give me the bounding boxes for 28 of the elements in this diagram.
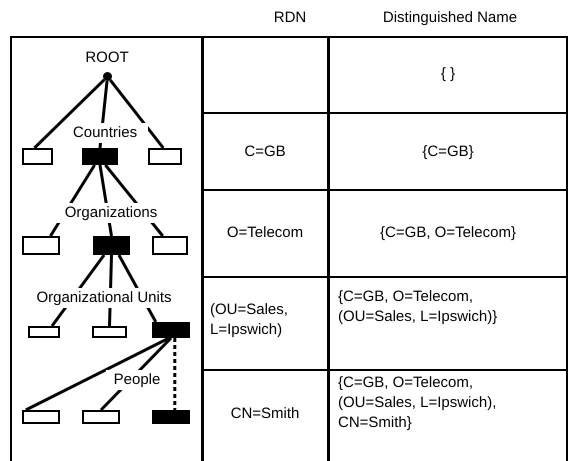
entry-box xyxy=(22,410,60,424)
table-cell-text: { } xyxy=(440,64,456,84)
entry-box xyxy=(148,148,182,165)
column-header: RDN xyxy=(272,8,308,28)
entry-box xyxy=(82,410,120,424)
table-cell-text: O=Telecom xyxy=(226,223,304,243)
level-label: Countries xyxy=(62,123,148,143)
table-cell-text: CN=Smith xyxy=(230,404,300,424)
entry-box xyxy=(22,236,60,255)
filled-entry-box xyxy=(93,236,130,255)
table-cell-text: C=GB xyxy=(243,142,287,162)
entry-box xyxy=(92,326,127,338)
table-cell-text: {C=GB} xyxy=(421,142,475,162)
connector-line xyxy=(173,338,176,410)
entry-box xyxy=(28,326,60,338)
entry-box xyxy=(22,148,53,165)
entry-box xyxy=(152,236,188,255)
filled-entry-box xyxy=(152,410,190,424)
table-cell-text: {C=GB, O=Telecom} xyxy=(379,223,517,243)
table-cell-text: {C=GB, O=Telecom, (OU=Sales, L=Ipswich), CN=Smith} xyxy=(338,373,498,433)
filled-entry-box xyxy=(152,322,190,338)
table-cell-text: (OU=Sales, L=Ipswich) xyxy=(210,300,289,340)
connector-line xyxy=(109,79,164,149)
connector-line xyxy=(33,78,106,150)
table-cell-text: {C=GB, O=Telecom, (OU=Sales, L=Ipswich)} xyxy=(338,287,498,327)
filled-entry-box xyxy=(82,148,118,165)
connector-line xyxy=(25,336,170,412)
column-header: Distinguished Name xyxy=(382,8,518,28)
